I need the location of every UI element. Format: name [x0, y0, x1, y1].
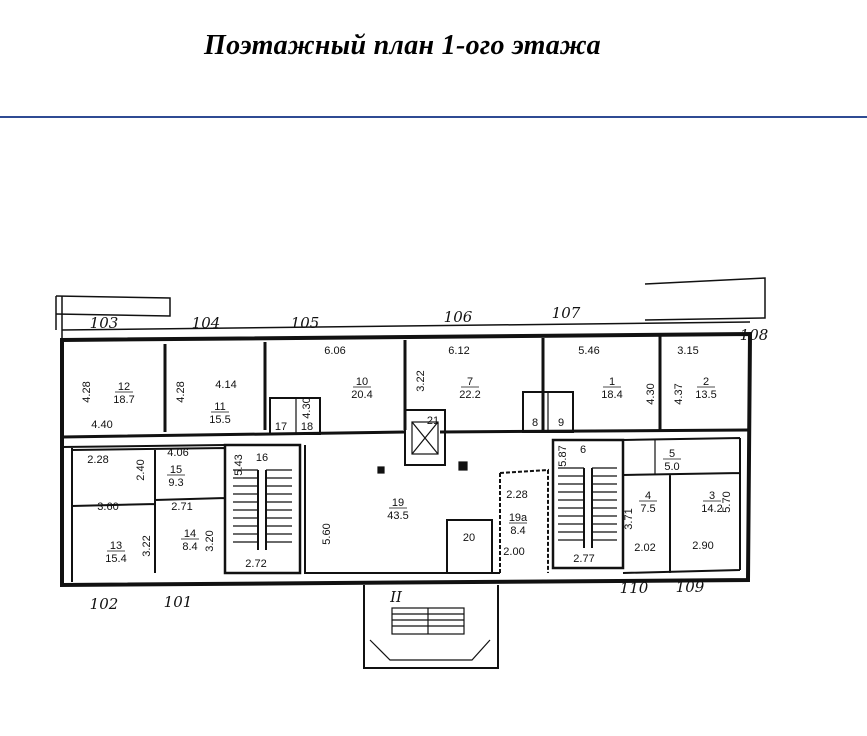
- room-label: 21: [427, 415, 439, 427]
- dimension-label: 2.71: [171, 501, 192, 513]
- dimension-label-vertical: 5.70: [721, 491, 733, 512]
- room-area: 14.2: [701, 503, 722, 515]
- dimension-label: 4.14: [215, 379, 236, 391]
- outer-wall: [60, 331, 753, 588]
- room-number: 12: [118, 381, 130, 393]
- dimension-label-vertical: 2.40: [135, 459, 147, 480]
- balcony-right: [644, 277, 766, 321]
- staircase-16: [223, 443, 302, 575]
- room-number: 2: [703, 376, 709, 388]
- dimension-label-vertical: 4.30: [645, 383, 657, 404]
- room-label: 6: [580, 444, 586, 456]
- entrance-porch: [363, 585, 499, 669]
- lift-shaft: [404, 409, 446, 466]
- dimension-label-vertical: 3.20: [204, 530, 216, 551]
- room-area: 43.5: [387, 510, 408, 522]
- dimension-label: 3.60: [97, 501, 118, 513]
- dimension-label: 3.15: [677, 345, 698, 357]
- dimension-label-vertical: 3.22: [141, 535, 153, 556]
- room-area: 7.5: [640, 503, 655, 515]
- room-label: 16: [256, 452, 268, 464]
- room-label: 18: [301, 421, 313, 433]
- dimension-label: 6.12: [448, 345, 469, 357]
- room-label: 8: [532, 417, 538, 429]
- room-area: 15.5: [209, 414, 230, 426]
- axis-marker: 102: [90, 595, 119, 613]
- dimension-label: 2.02: [634, 542, 655, 554]
- dimension-label: 6.06: [324, 345, 345, 357]
- axis-marker: 107: [552, 304, 581, 322]
- axis-marker: 101: [164, 593, 193, 611]
- room-area: 9.3: [168, 477, 183, 489]
- dimension-label: 2.90: [692, 540, 713, 552]
- dimension-label-vertical: 3.71: [623, 508, 635, 529]
- room-area: 18.7: [113, 394, 134, 406]
- room-number: 11: [214, 401, 225, 413]
- axis-marker: 109: [676, 578, 705, 596]
- dimension-label: 2.72: [245, 558, 266, 570]
- dimension-label: 2.28: [506, 489, 527, 501]
- room-number: 15: [170, 464, 182, 476]
- axis-marker: 106: [444, 308, 473, 326]
- room-number: 19a: [509, 512, 528, 524]
- room-label: 9: [558, 417, 564, 429]
- room-area: 8.4: [510, 525, 525, 537]
- room-area: 15.4: [105, 553, 126, 565]
- dimension-label-vertical: 4.28: [175, 381, 187, 402]
- dimension-label: 5.46: [578, 345, 599, 357]
- axis-marker: II: [389, 588, 403, 606]
- dimension-label-vertical: 5.43: [233, 454, 245, 475]
- room-number: 4: [645, 490, 651, 502]
- room-number: 1: [609, 376, 615, 388]
- axis-marker: 103: [90, 314, 119, 332]
- room-area: 18.4: [601, 389, 622, 401]
- dimension-label: 2.00: [503, 546, 524, 558]
- room-label: 20: [463, 532, 475, 544]
- room-area: 13.5: [695, 389, 716, 401]
- dimension-label: 4.06: [167, 447, 188, 459]
- room-number: 3: [709, 490, 715, 502]
- room-area: 20.4: [351, 389, 372, 401]
- axis-marker: 110: [620, 579, 649, 597]
- room-area: 22.2: [459, 389, 480, 401]
- dimension-label: 4.40: [91, 419, 112, 431]
- dimension-label: 2.28: [87, 454, 108, 466]
- room-number: 19: [392, 497, 404, 509]
- dimension-label-vertical: 4.30: [301, 397, 313, 418]
- room-number: 5: [669, 448, 675, 460]
- axis-marker: 104: [192, 314, 221, 332]
- room-number: 7: [467, 376, 473, 388]
- wc-block-left: [269, 397, 321, 435]
- plan-title: Поэтажный план 1-ого этажа: [204, 30, 601, 61]
- room-label: 17: [275, 421, 287, 433]
- axis-marker: 105: [291, 314, 320, 332]
- dimension-label-vertical: 3.22: [415, 370, 427, 391]
- dimension-label: 2.77: [573, 553, 594, 565]
- room-area: 8.4: [182, 541, 197, 553]
- room-20: [446, 519, 493, 574]
- room-area: 5.0: [664, 461, 679, 473]
- header-divider: [0, 116, 867, 118]
- room-number: 10: [356, 376, 368, 388]
- staircase-6: [551, 438, 625, 570]
- dimension-label-vertical: 4.37: [673, 383, 685, 404]
- dimension-label-vertical: 5.60: [321, 523, 333, 544]
- room-number: 14: [184, 528, 196, 540]
- room-number: 13: [110, 540, 122, 552]
- dimension-label-vertical: 5.87: [557, 445, 569, 466]
- balcony-left: [55, 295, 171, 317]
- dimension-label-vertical: 4.28: [81, 381, 93, 402]
- axis-marker: 108: [740, 326, 769, 344]
